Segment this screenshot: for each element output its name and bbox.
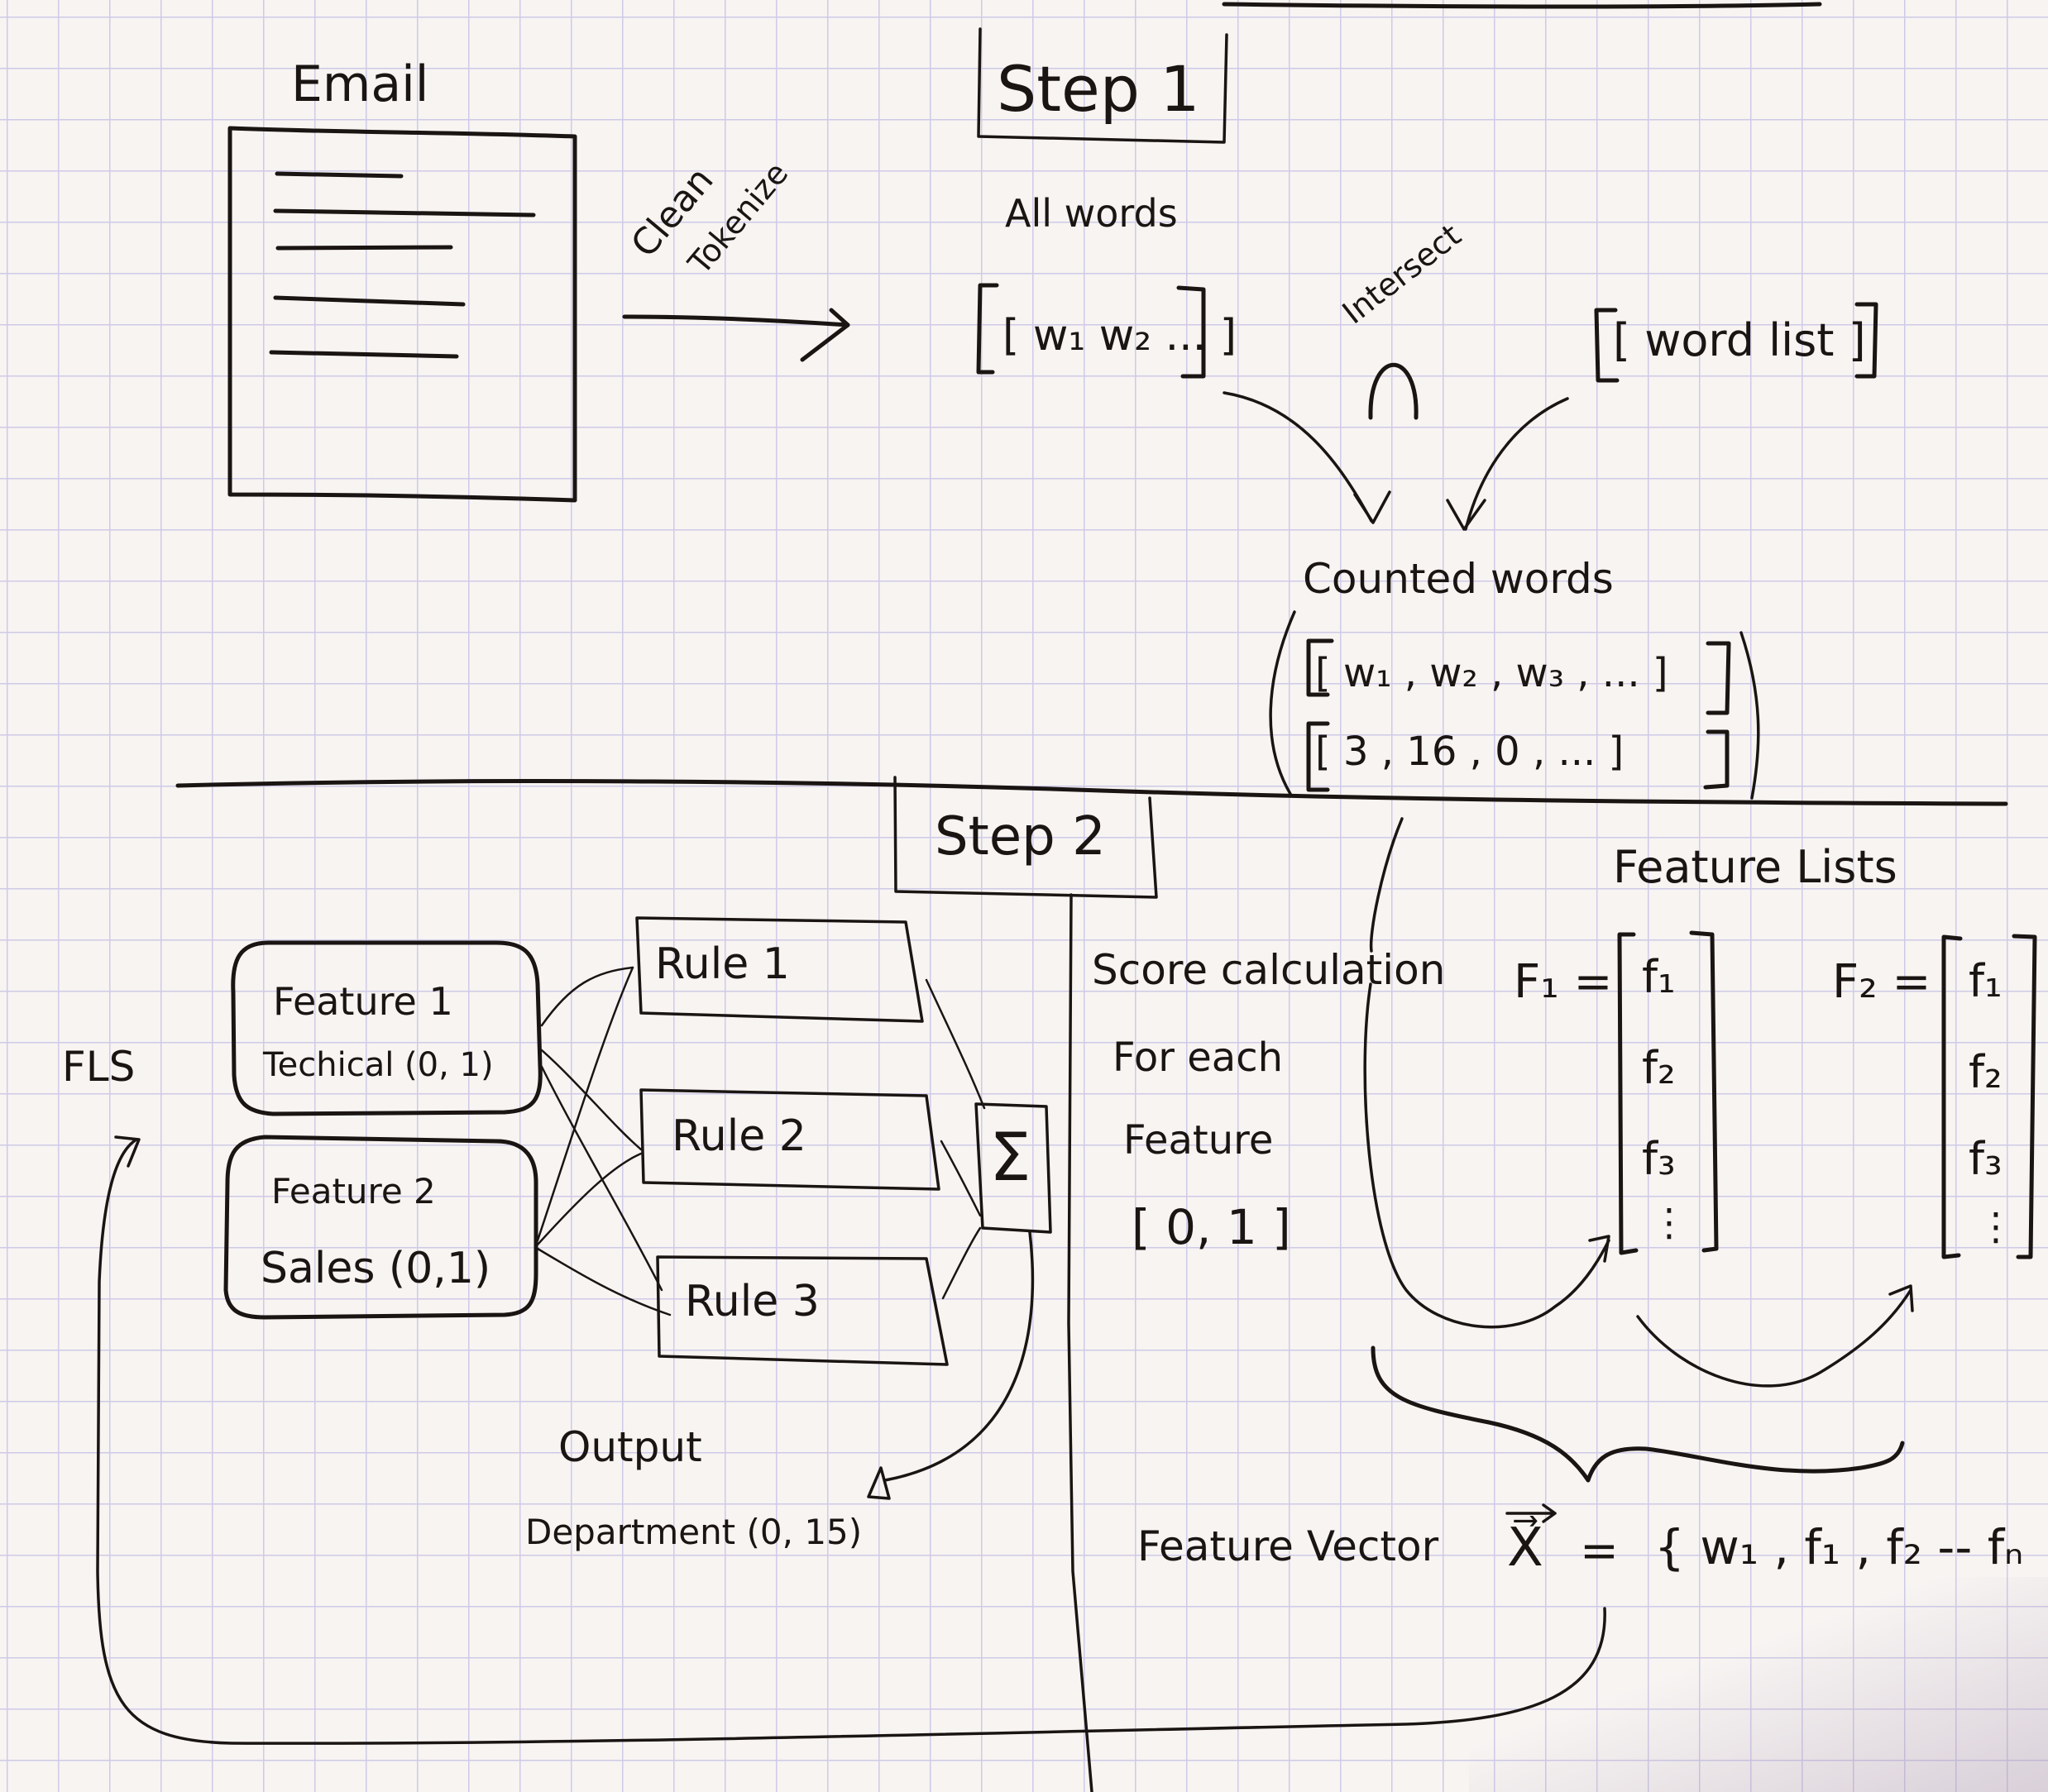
word-list-label: [ word list ] (1613, 314, 1866, 366)
vector-arrow-icon (1505, 1503, 1557, 1523)
score-calculation-range: [ 0, 1 ] (1132, 1199, 1291, 1255)
score-calculation-line2: Feature (1123, 1117, 1274, 1164)
rule2-label: Rule 2 (672, 1111, 806, 1161)
email-label: Email (291, 55, 429, 113)
feature1-box (231, 940, 543, 1116)
score-calculation-title: Score calculation (1092, 946, 1446, 994)
feature-vector-symbol: X⃗ (1507, 1517, 1543, 1579)
rule-sum-connectors (925, 978, 986, 1300)
feature-list-f2-item: ⋮ (1977, 1204, 2015, 1249)
feature-vector-label: Feature Vector (1137, 1522, 1439, 1570)
rule2-box (639, 1088, 940, 1191)
step1-title: Step 1 (997, 52, 1200, 126)
step2-title: Step 2 (935, 806, 1106, 867)
all-words-right-bracket (1176, 285, 1206, 379)
counted-to-feature-list-arrow (1363, 817, 1610, 1329)
score-calculation-line1: For each (1113, 1035, 1284, 1081)
counted-words-matrix (1269, 610, 1760, 800)
feature-rule-connectors (536, 966, 672, 1317)
step2-vertical-divider (1067, 893, 1093, 1792)
sum-box (974, 1102, 1052, 1234)
feature2-box (223, 1135, 538, 1320)
step2-box (893, 776, 1158, 899)
page-top-line (1222, 2, 1822, 9)
all-words-vector: [ w₁ w₂ ... ] (1002, 311, 1237, 361)
feature-list-f2-item: f₁ (1969, 955, 2003, 1007)
word-list-right-bracket (1854, 302, 1878, 379)
fls-label: FLS (62, 1043, 136, 1091)
feature-vector-equals: = (1580, 1524, 1619, 1578)
feature2-desc: Sales (0,1) (261, 1244, 491, 1293)
feature1-name: Feature 1 (273, 979, 453, 1024)
intersect-symbol-icon (1368, 362, 1419, 420)
word-list-left-bracket (1594, 308, 1620, 383)
feature-list-f1-item: f₃ (1642, 1133, 1676, 1185)
feature-list-f1-item: f₁ (1642, 951, 1676, 1003)
output-value: Department (0, 15) (525, 1512, 863, 1552)
email-document-icon (227, 126, 577, 503)
feature-list-f1-item: ⋮ (1650, 1200, 1688, 1245)
all-words-label: All words (1005, 191, 1178, 236)
feature-list-f2-brackets (1941, 934, 2037, 1259)
rule3-label: Rule 3 (685, 1277, 820, 1326)
feature-list-f1-item: f₂ (1642, 1042, 1676, 1094)
output-label: Output (558, 1423, 702, 1471)
rule3-box (656, 1255, 949, 1366)
step1-box (977, 27, 1228, 144)
tokenize-arrow (622, 308, 850, 362)
output-arrow (867, 1231, 1035, 1500)
feature-list-f2-item: f₂ (1969, 1046, 2003, 1098)
feature-vector-expression: { w₁ , f₁ , f₂ -- fₙ (1654, 1519, 2024, 1575)
feature-list-f1-brackets (1617, 930, 1719, 1255)
counted-words-row: [ w₁ , w₂ , w₃ , ... ] (1315, 650, 1668, 696)
feature-list-f1-name: F₁ = (1514, 955, 1613, 1009)
sum-symbol-icon: Σ (989, 1119, 1031, 1196)
feature-list-f2-item: f₃ (1969, 1133, 2003, 1185)
feature1-desc: Techical (0, 1) (263, 1046, 494, 1084)
feature-lists-title: Feature Lists (1613, 841, 1897, 893)
counted-words-label: Counted words (1303, 555, 1614, 603)
feature-list-connector-arrow (1636, 1284, 1914, 1388)
feature-list-f2-name: F₂ = (1832, 955, 1931, 1009)
all-words-left-bracket (976, 283, 999, 375)
rule1-label: Rule 1 (655, 939, 790, 989)
feedback-loop-arrow (96, 1135, 1606, 1745)
page-shadow (1469, 1577, 2048, 1792)
rule1-box (635, 916, 924, 1023)
merge-arrows (1223, 391, 1569, 531)
feature2-name: Feature 2 (271, 1171, 436, 1211)
feature-vector-brace (1371, 1345, 1905, 1483)
counted-counts-row: [ 3 , 16 , 0 , ... ] (1315, 729, 1625, 775)
section-divider (175, 779, 2008, 806)
